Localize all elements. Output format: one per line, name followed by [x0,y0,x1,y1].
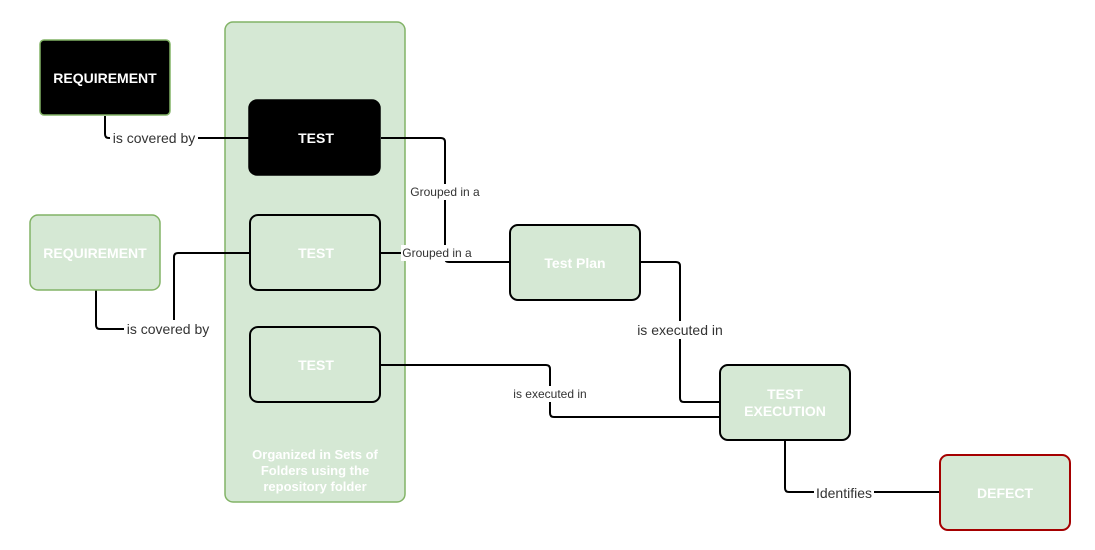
requirement-node-2[interactable]: REQUIREMENT [29,214,161,291]
test-node-1-label: TEST [298,130,334,146]
repository-container-caption: Organized in Sets of Folders using the r… [252,447,378,494]
requirement-node-1[interactable]: REQUIREMENT [39,39,171,116]
test-node-1[interactable]: TEST [248,99,381,176]
repository-caption-line-1: Organized in Sets of [252,447,378,462]
defect-node[interactable]: DEFECT [939,454,1071,531]
edge-label-test2-plan: Grouped in a [402,246,472,260]
defect-node-label: DEFECT [977,485,1033,501]
test-node-2-label: TEST [298,245,334,261]
test-node-2[interactable]: TEST [249,214,381,291]
edge-label-req2-test2: is covered by [127,321,209,337]
test-plan-node[interactable]: Test Plan [509,224,641,301]
edge-req1-test1 [104,116,249,139]
edge-label-req1-test1: is covered by [113,130,195,146]
edge-label-plan-exec: is executed in [637,322,723,338]
test-execution-node[interactable]: TEST EXECUTION [719,364,851,441]
test-execution-node-label-line-1: TEST [767,386,803,402]
requirement-node-2-label: REQUIREMENT [43,245,147,261]
requirement-node-1-label: REQUIREMENT [53,70,157,86]
repository-caption-line-3: repository folder [263,479,366,494]
test-plan-node-label: Test Plan [544,255,605,271]
edge-label-test1-plan: Grouped in a [410,185,480,199]
test-node-3-label: TEST [298,357,334,373]
edge-label-exec-defect: Identifies [816,485,872,501]
test-node-3[interactable]: TEST [249,326,381,403]
edge-exec-defect [784,440,940,493]
test-execution-node-label-line-2: EXECUTION [744,403,826,419]
edge-label-test3-exec: is executed in [513,387,586,401]
repository-caption-line-2: Folders using the [261,463,369,478]
